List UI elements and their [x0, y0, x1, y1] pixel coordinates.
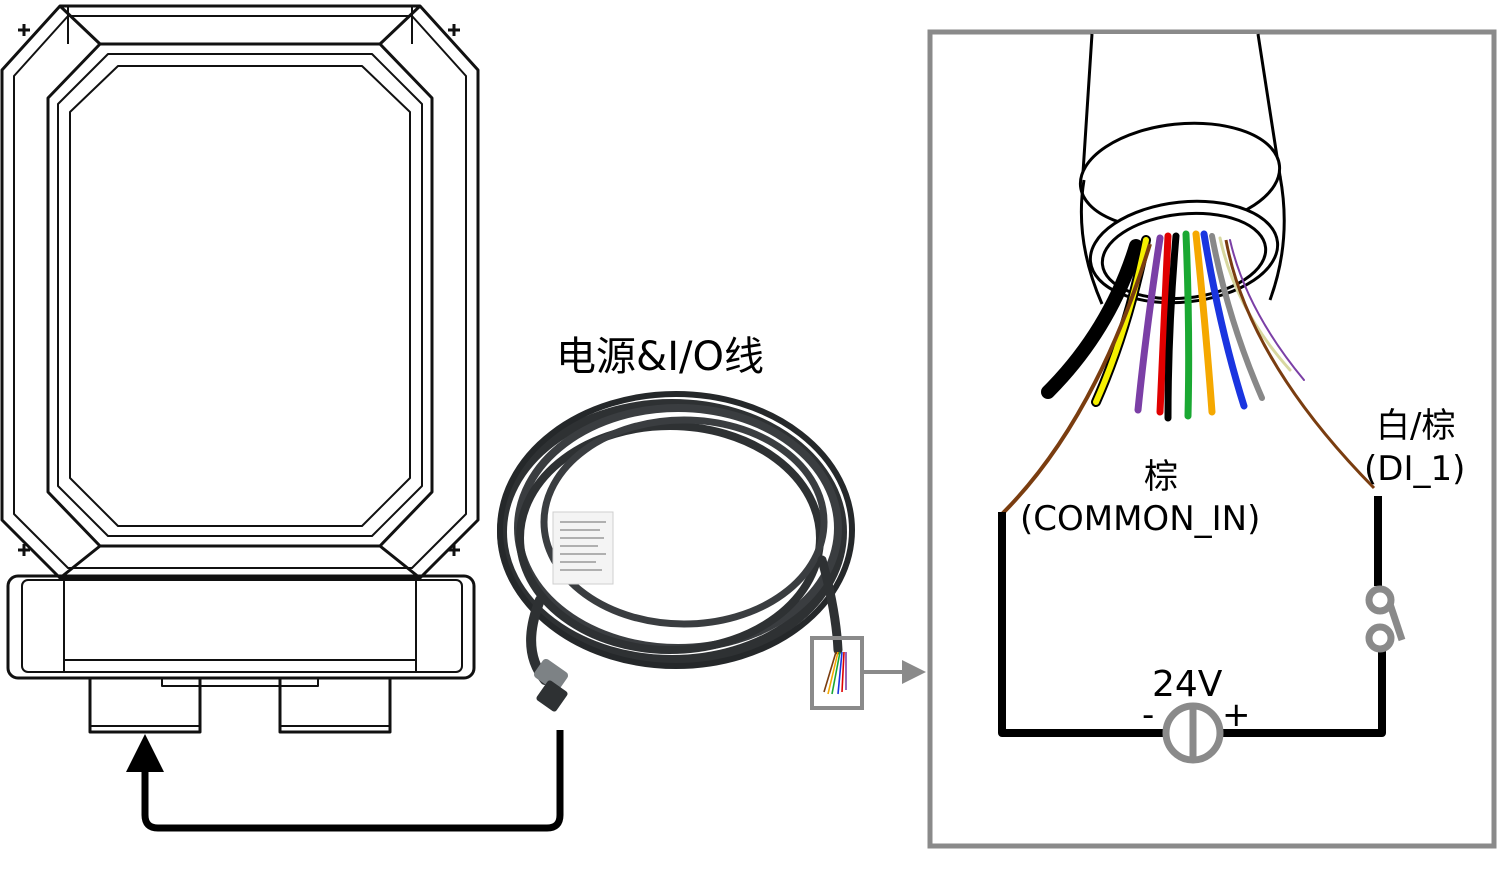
label-di1: (DI_1) [1364, 449, 1465, 489]
label-brown: 棕 [1144, 457, 1178, 497]
label-voltage: 24V [1152, 664, 1223, 705]
label-minus: - [1142, 695, 1154, 735]
circuit [998, 496, 1386, 737]
detail-frame [927, 29, 1497, 849]
voltage-source-icon [1162, 702, 1224, 764]
cable-title: 电源&I/O线 [556, 334, 764, 380]
label-common-in: (COMMON_IN) [1020, 499, 1260, 539]
wire-bundle [1041, 230, 1305, 422]
wire-white-brown-di1 [1224, 239, 1376, 490]
stripped-wire-end [823, 651, 847, 695]
device-drawing [0, 4, 480, 734]
cable-jacket-detail [1078, 33, 1286, 305]
switch-icon [1365, 585, 1406, 653]
wire-brown-common-in [1000, 243, 1152, 516]
cable-label-tag [552, 511, 614, 585]
connection-arrow [141, 730, 564, 832]
label-plus: + [1222, 695, 1251, 735]
coiled-cable [497, 391, 855, 685]
zoom-pointer-arrowhead [902, 660, 926, 684]
screw-icons [18, 24, 460, 556]
m12-plug [533, 658, 569, 712]
connection-arrowhead [126, 734, 164, 772]
label-white-brown: 白/棕 [1376, 406, 1455, 446]
